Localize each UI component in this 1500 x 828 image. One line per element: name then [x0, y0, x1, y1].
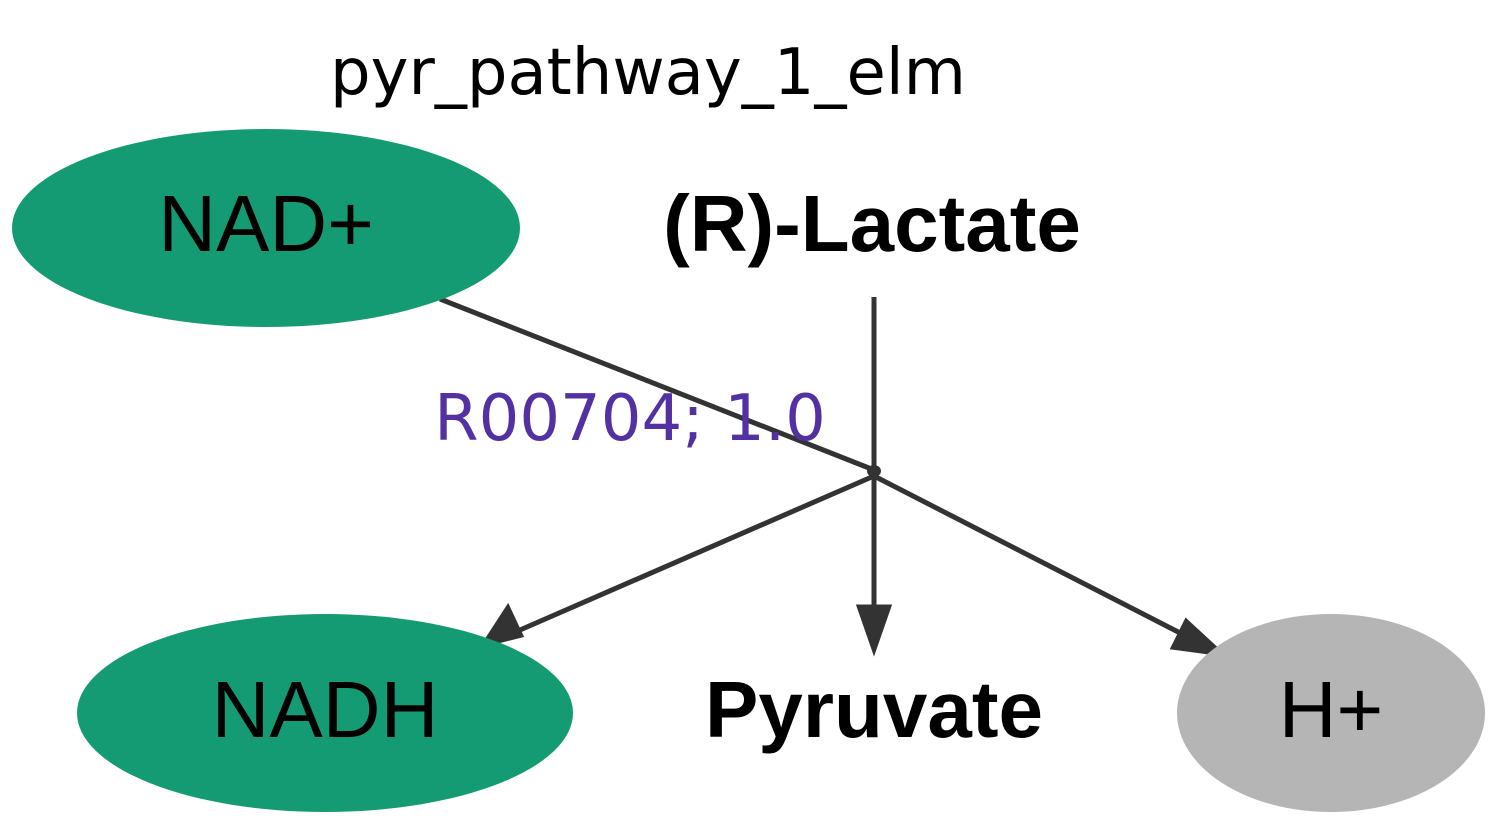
- edge-reaction-to-nadh: [519, 473, 875, 633]
- node-r-lactate[interactable]: (R)-Lactate: [663, 179, 1081, 268]
- reaction-junction: [867, 465, 881, 477]
- node-nadh-label: NADH: [212, 665, 439, 754]
- node-pyruvate[interactable]: Pyruvate: [705, 665, 1043, 754]
- node-nad-plus-shape: [12, 129, 520, 327]
- node-h-plus-label: H+: [1279, 665, 1384, 754]
- arrowhead-nadh: [478, 602, 525, 649]
- node-nad-plus-label: NAD+: [158, 179, 374, 268]
- node-nadh-shape: [77, 614, 573, 812]
- node-nadh[interactable]: NADH: [77, 614, 573, 812]
- arrowhead-pyruvate: [855, 604, 893, 657]
- edge-nad-plus-to-reaction: [439, 296, 875, 473]
- graph-title: pyr_pathway_1_elm: [330, 36, 966, 110]
- node-h-plus-shape: [1177, 614, 1485, 812]
- edge-reaction-to-h-plus: [872, 473, 1186, 638]
- node-r-lactate-label: (R)-Lactate: [663, 179, 1081, 268]
- arrowhead-h-plus: [1169, 617, 1229, 658]
- reaction-label: R00704; 1.0: [434, 382, 826, 456]
- node-h-plus[interactable]: H+: [1177, 614, 1485, 812]
- node-pyruvate-label: Pyruvate: [705, 665, 1043, 754]
- node-nad-plus[interactable]: NAD+: [12, 129, 520, 327]
